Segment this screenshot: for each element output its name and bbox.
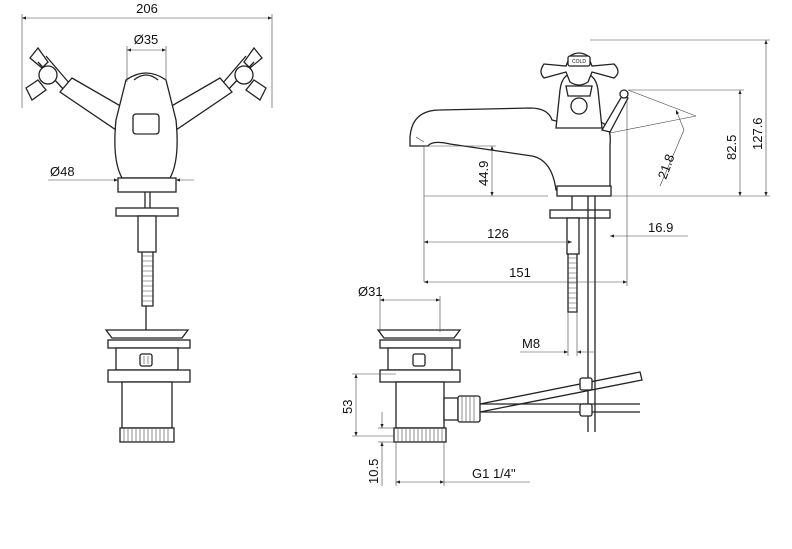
waste-linkage-nut bbox=[443, 397, 459, 421]
spout-height-label: 44.9 bbox=[476, 161, 491, 186]
overall-height-label: 127.6 bbox=[750, 117, 765, 150]
waste-thread bbox=[119, 427, 175, 443]
spout-projection-label: 126 bbox=[487, 226, 509, 241]
side-base-collar bbox=[556, 185, 612, 197]
waste-thread-size-label: G1 1/4" bbox=[472, 466, 516, 481]
pop-up-lever bbox=[600, 95, 629, 133]
dimension-waste-height: 53 bbox=[340, 373, 396, 437]
left-valve-arm bbox=[59, 77, 125, 132]
side-view: COLD 44.9 126 16.9 151 bbox=[409, 39, 770, 432]
side-cross-handle bbox=[540, 52, 619, 86]
handle-angle-label: 21.8 bbox=[655, 152, 678, 181]
dimension-waste-thread-size: G1 1/4" bbox=[395, 442, 530, 486]
washer-plate bbox=[115, 207, 179, 217]
waste-view: Ø31 53 10.5 G1 1/4" bbox=[340, 284, 643, 486]
dimension-spout-projection: 126 bbox=[423, 146, 572, 282]
waste-flange bbox=[104, 329, 190, 339]
spout-top-height-label: 82.5 bbox=[724, 135, 739, 160]
dimension-thread-size: M8 bbox=[520, 312, 594, 356]
dimension-overall-depth: 151 bbox=[424, 240, 628, 286]
waste-height-label: 53 bbox=[340, 400, 355, 414]
handle-badge bbox=[567, 55, 591, 67]
dimension-waste-thread-length: 10.5 bbox=[366, 412, 394, 486]
side-waste-flange bbox=[376, 329, 462, 339]
dimension-overall-width: 206 bbox=[21, 1, 273, 108]
overall-depth-label: 151 bbox=[509, 265, 531, 280]
base-offset-label: 16.9 bbox=[648, 220, 673, 235]
fixing-nut bbox=[137, 215, 157, 253]
thread-size-label: M8 bbox=[522, 336, 540, 351]
dimension-base-diameter: Ø48 bbox=[48, 164, 194, 182]
side-waste-thread bbox=[393, 427, 447, 443]
dimension-spout-diameter: Ø35 bbox=[126, 32, 167, 82]
dimension-base-offset: 16.9 bbox=[610, 100, 688, 240]
flange-diameter-label: Ø31 bbox=[358, 284, 383, 299]
spout-outlet bbox=[132, 113, 160, 135]
dimension-spout-top-height: 82.5 bbox=[612, 89, 744, 197]
right-valve-arm bbox=[167, 77, 233, 132]
handle-badge-text: COLD bbox=[572, 59, 586, 65]
base-collar bbox=[117, 177, 177, 193]
dimension-flange-diameter: Ø31 bbox=[358, 284, 441, 332]
overall-width-label: 206 bbox=[136, 1, 158, 16]
dimension-spout-height: 44.9 bbox=[424, 145, 548, 197]
left-cross-handle bbox=[25, 46, 71, 101]
spout-diameter-label: Ø35 bbox=[134, 32, 159, 47]
front-view: 206 Ø35 Ø48 bbox=[21, 1, 273, 443]
waste-thread-length-label: 10.5 bbox=[366, 459, 381, 484]
right-cross-handle bbox=[221, 46, 267, 101]
linkage-rod bbox=[479, 371, 643, 413]
dimension-overall-height: 127.6 bbox=[590, 39, 770, 197]
threaded-stud bbox=[141, 252, 154, 307]
base-diameter-label: Ø48 bbox=[50, 164, 75, 179]
